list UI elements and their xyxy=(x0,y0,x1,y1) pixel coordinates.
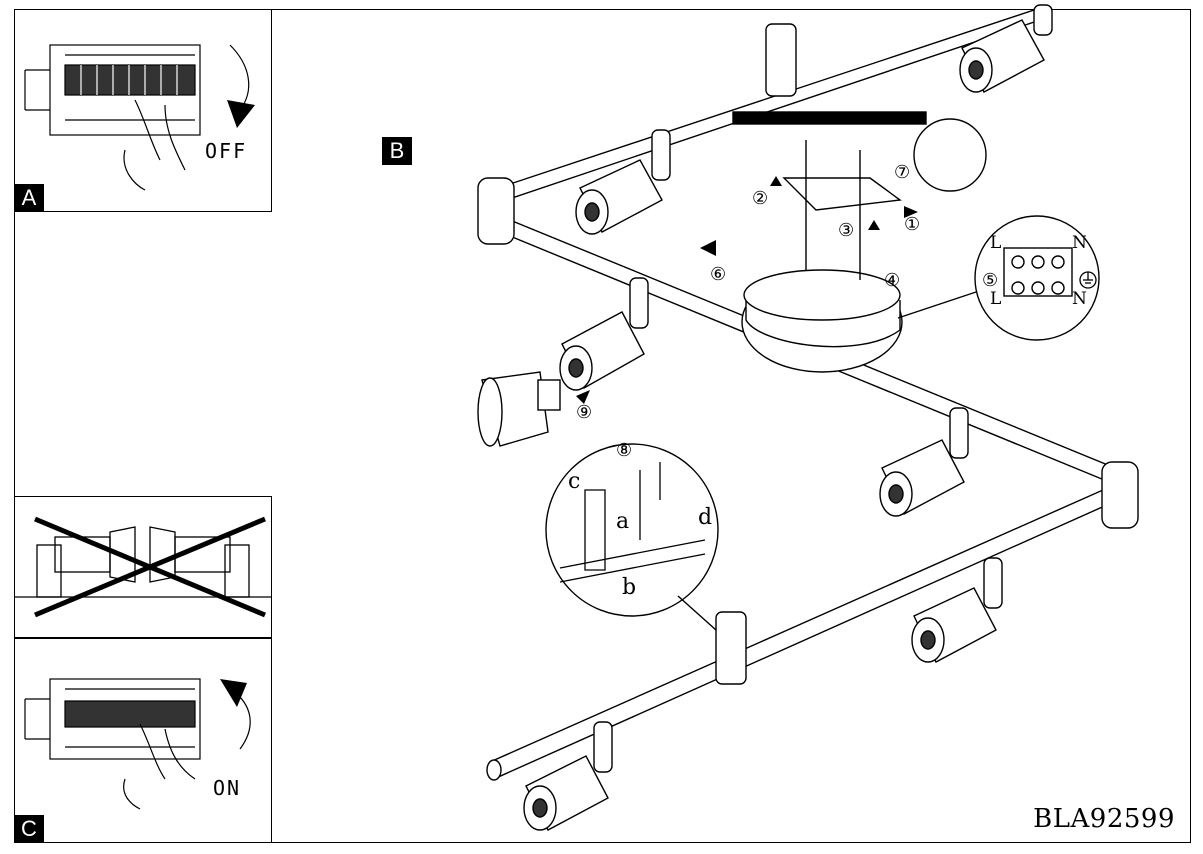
spotlight xyxy=(879,407,969,517)
terminal-label-n-bottom: N xyxy=(1072,289,1087,309)
arrow-up-icon xyxy=(770,176,782,186)
panel-c: ON xyxy=(14,638,272,843)
tag-a: A xyxy=(14,184,44,212)
gu10-bulb xyxy=(477,371,561,447)
ceiling-hatch xyxy=(732,111,927,125)
no-touch-hot-lamps-illustration xyxy=(15,516,271,618)
rail-end-cap xyxy=(486,759,502,781)
terminal-label-n-top: N xyxy=(1072,233,1087,253)
off-label: OFF xyxy=(205,139,247,163)
panel-warning xyxy=(14,496,272,638)
tag-b: B xyxy=(382,137,412,165)
arrow-down-icon xyxy=(227,100,255,128)
terminal-label-l-bottom: L xyxy=(990,289,1001,309)
earth-icon xyxy=(1079,271,1097,289)
rail-clip xyxy=(715,611,747,685)
rail-joint xyxy=(477,177,515,245)
rail-joint xyxy=(1101,461,1139,529)
panel-a: OFF xyxy=(14,9,272,212)
clip-detail xyxy=(545,443,719,617)
on-label: ON xyxy=(213,776,241,800)
terminal-label-l-top: L xyxy=(990,233,1001,253)
spotlight xyxy=(575,129,671,235)
step-5: ⑤ xyxy=(982,270,998,291)
arrow-left-icon xyxy=(700,240,716,256)
step-7: ⑦ xyxy=(894,162,910,183)
instruction-sheet xyxy=(14,9,1191,843)
breaker-on-illustration: ON xyxy=(24,678,251,810)
spotlight xyxy=(911,557,1003,663)
step-8: ⑧ xyxy=(616,440,632,461)
step-3: ③ xyxy=(838,220,854,241)
step-2: ② xyxy=(752,188,768,209)
arrow-right-icon xyxy=(904,206,918,218)
model-number: BLA92599 xyxy=(1033,804,1175,834)
breaker-off-illustration: OFF xyxy=(24,44,255,191)
step-6: ⑥ xyxy=(710,264,726,285)
step-4: ④ xyxy=(884,270,900,291)
arrow-up-icon xyxy=(220,679,247,707)
rail-clip xyxy=(765,23,797,97)
wall-plug-detail xyxy=(913,118,987,192)
spotlight xyxy=(959,4,1053,93)
arrow-icon xyxy=(576,390,590,404)
detail-label-a: a xyxy=(616,509,629,534)
arrow-up-icon xyxy=(868,220,880,230)
spotlight xyxy=(523,721,613,831)
mounting-bracket xyxy=(782,177,902,211)
step-9: ⑨ xyxy=(576,402,592,423)
breaker-switches xyxy=(64,64,196,96)
tag-c: C xyxy=(14,815,44,843)
spotlight xyxy=(559,277,649,391)
step-1: ① xyxy=(904,214,920,235)
detail-label-b: b xyxy=(622,575,636,600)
detail-label-c: c xyxy=(568,469,580,494)
detail-label-d: d xyxy=(698,505,712,530)
cross-icon xyxy=(34,516,266,618)
